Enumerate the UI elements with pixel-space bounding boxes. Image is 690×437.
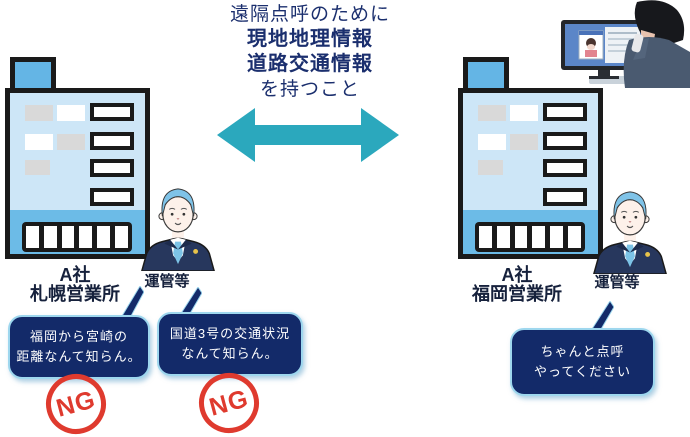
window (57, 105, 85, 121)
speech-bubble-traffic: 国道3号の交通状況 なんて知らん。 (157, 312, 303, 376)
title-line-4: を持つこと (259, 79, 360, 100)
speech-bubble-distance: 福岡から宮崎の 距離なんて知らん。 (8, 315, 150, 379)
window (543, 103, 587, 121)
building-base (10, 210, 145, 254)
window (478, 105, 506, 121)
sapporo-operator-person-icon (134, 181, 222, 272)
company-name: A社 (59, 265, 91, 285)
title-line-3: 道路交通情報 (247, 53, 373, 75)
window (478, 160, 503, 175)
diagram-title: 遠隔点呼のために 現地地理情報 道路交通情報 を持つこと (190, 2, 430, 102)
fukuoka-office-building-icon (458, 57, 606, 259)
bubble-text-line: 距離なんて知らん。 (16, 349, 142, 364)
window (25, 105, 53, 121)
bubble-text-line: なんて知らん。 (181, 346, 279, 361)
company-name: A社 (501, 265, 533, 285)
bubble-text-line: 国道3号の交通状況 (169, 326, 291, 341)
window (25, 160, 50, 175)
ng-stamp: NG (192, 366, 266, 437)
window (57, 134, 85, 150)
window (90, 132, 134, 150)
title-line-1: 遠隔点呼のために (229, 4, 390, 25)
window (25, 134, 53, 150)
branch-name: 札幌営業所 (30, 284, 120, 304)
fukuoka-operator-person-icon (586, 184, 674, 275)
branch-name: 福岡営業所 (472, 284, 562, 304)
sapporo-office-building-icon (5, 57, 153, 259)
building-body (5, 88, 150, 259)
window (478, 134, 506, 150)
fukuoka-role-label: 運管等 (594, 274, 640, 291)
window (510, 105, 538, 121)
sapporo-office-label: A社 札幌営業所 (10, 266, 140, 304)
bubble-text-line: ちゃんと点呼 (540, 344, 625, 359)
fukuoka-office-label: A社 福岡営業所 (452, 266, 582, 304)
building-entrance (22, 222, 132, 252)
title-line-2: 現地地理情報 (247, 28, 373, 50)
building-base (463, 210, 598, 254)
sapporo-role-label: 運管等 (144, 273, 190, 290)
building-entrance (475, 222, 585, 252)
window (90, 188, 134, 206)
bubble-text-line: やってください (534, 364, 631, 379)
window (543, 132, 587, 150)
bubble-text-line: 福岡から宮崎の (29, 329, 128, 344)
window (510, 134, 538, 150)
remote-rollcall-photo (545, 0, 690, 88)
window (90, 103, 134, 121)
building-body (458, 88, 603, 259)
window (90, 159, 134, 177)
window (543, 188, 587, 206)
double-arrow-icon (217, 106, 399, 169)
speech-bubble-request: ちゃんと点呼 やってください (510, 328, 655, 396)
window (543, 159, 587, 177)
